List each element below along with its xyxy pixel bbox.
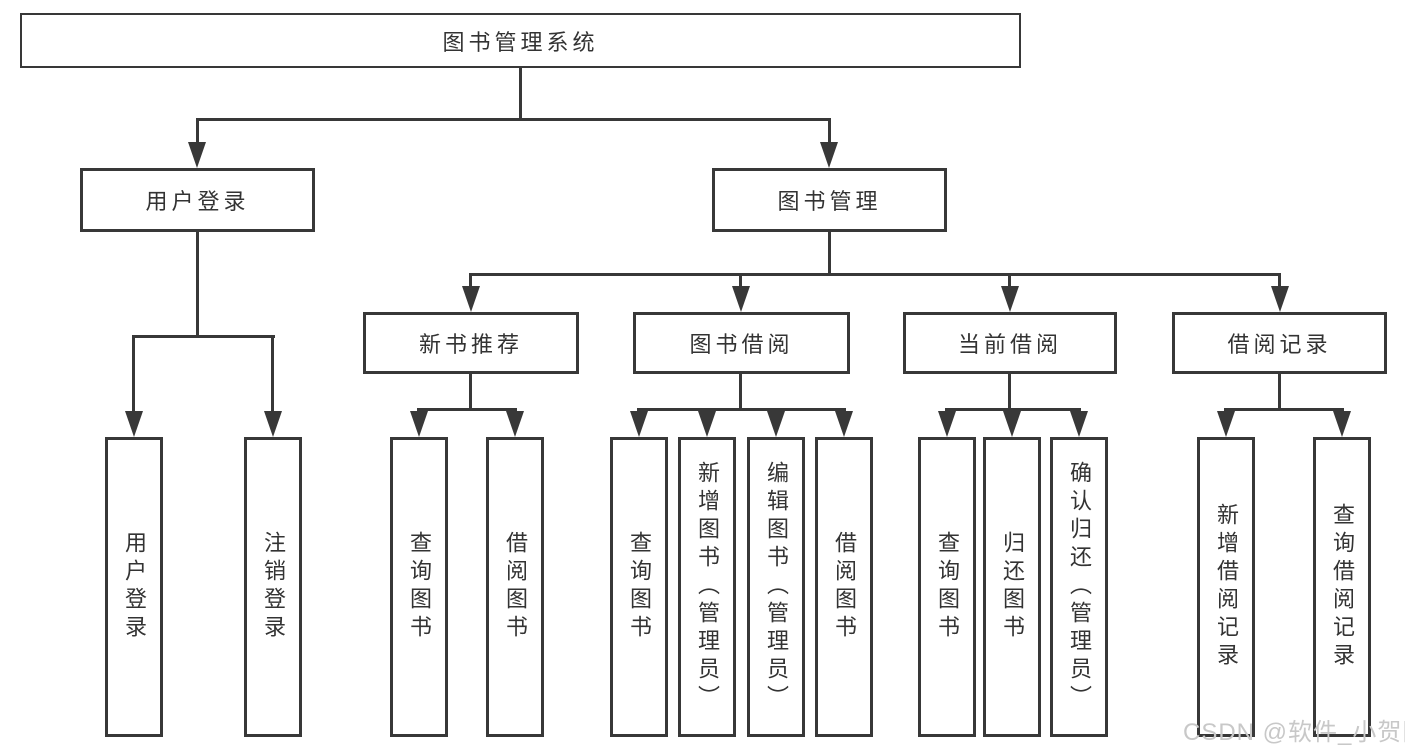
connector-line: [519, 66, 522, 120]
arrow-down-icon: [630, 411, 648, 437]
connector-line: [417, 408, 517, 411]
node-label: 确认归还（管理员）: [1067, 461, 1092, 713]
leaf-borrow-books-recommend: 借阅图书: [486, 437, 544, 737]
arrow-down-icon: [410, 411, 428, 437]
connector-line: [1278, 273, 1281, 289]
connector-line: [739, 273, 742, 289]
node-label: 新增借阅记录: [1214, 503, 1239, 671]
csdn-watermark: CSDN @软件_小贺同学: [1183, 719, 1405, 746]
node-label: 查询图书: [627, 531, 652, 643]
node-label: 用户登录: [122, 531, 147, 643]
connector-line: [828, 232, 831, 275]
node-book-borrowing: 图书借阅: [633, 312, 850, 374]
node-user-login: 用户登录: [80, 168, 315, 232]
connector-line: [1008, 273, 1011, 289]
connector-line: [469, 273, 472, 289]
connector-line: [945, 408, 1081, 411]
leaf-edit-book-admin: 编辑图书（管理员）: [747, 437, 805, 737]
arrow-down-icon: [264, 411, 282, 437]
connector-line: [637, 408, 846, 411]
connector-line: [271, 335, 274, 415]
leaf-query-books-current: 查询图书: [918, 437, 976, 737]
connector-line: [196, 232, 199, 337]
node-label: 查询借阅记录: [1330, 503, 1355, 671]
leaf-query-books-borrowing: 查询图书: [610, 437, 668, 737]
arrow-down-icon: [188, 142, 206, 168]
arrow-down-icon: [698, 411, 716, 437]
connector-line: [132, 335, 275, 338]
node-new-book-recommend: 新书推荐: [363, 312, 579, 374]
leaf-logout: 注销登录: [244, 437, 302, 737]
connector-line: [739, 372, 742, 410]
leaf-query-borrow-record: 查询借阅记录: [1313, 437, 1371, 737]
node-label: 当前借阅: [957, 332, 1062, 357]
node-label: 借阅图书: [503, 531, 528, 643]
arrow-down-icon: [767, 411, 785, 437]
arrow-down-icon: [462, 286, 480, 312]
arrow-down-icon: [1271, 286, 1289, 312]
node-label: 新书推荐: [418, 332, 523, 357]
connector-line: [469, 273, 1281, 276]
connector-line: [1278, 372, 1281, 410]
connector-line: [196, 118, 831, 121]
leaf-confirm-return-admin: 确认归还（管理员）: [1050, 437, 1108, 737]
node-current-borrowing: 当前借阅: [903, 312, 1117, 374]
arrow-down-icon: [835, 411, 853, 437]
arrow-down-icon: [1333, 411, 1351, 437]
connector-line: [132, 335, 135, 415]
arrow-down-icon: [1003, 411, 1021, 437]
arrow-down-icon: [125, 411, 143, 437]
node-label: 新增图书（管理员）: [695, 461, 720, 713]
leaf-add-book-admin: 新增图书（管理员）: [678, 437, 736, 737]
node-label: 图书管理系统: [442, 29, 599, 55]
connector-line: [469, 372, 472, 410]
leaf-query-books-recommend: 查询图书: [390, 437, 448, 737]
leaf-user-login: 用户登录: [105, 437, 163, 737]
node-label: 图书借阅: [689, 332, 794, 357]
arrow-down-icon: [1070, 411, 1088, 437]
node-root-system: 图书管理系统: [20, 13, 1021, 68]
node-label: 归还图书: [1000, 531, 1025, 643]
node-borrowing-records: 借阅记录: [1172, 312, 1387, 374]
node-label: 图书管理: [777, 189, 882, 214]
node-label: 用户登录: [145, 189, 250, 214]
leaf-return-books: 归还图书: [983, 437, 1041, 737]
leaf-borrow-books: 借阅图书: [815, 437, 873, 737]
connector-line: [1224, 408, 1344, 411]
node-label: 查询图书: [407, 531, 432, 643]
connector-line: [1008, 372, 1011, 410]
node-label: 借阅图书: [832, 531, 857, 643]
arrow-down-icon: [938, 411, 956, 437]
leaf-add-borrow-record: 新增借阅记录: [1197, 437, 1255, 737]
connector-line: [828, 118, 831, 146]
node-label: 编辑图书（管理员）: [764, 461, 789, 713]
node-label: 借阅记录: [1227, 332, 1332, 357]
arrow-down-icon: [1217, 411, 1235, 437]
arrow-down-icon: [506, 411, 524, 437]
node-book-management: 图书管理: [712, 168, 947, 232]
arrow-down-icon: [820, 142, 838, 168]
node-label: 注销登录: [261, 531, 286, 643]
arrow-down-icon: [1001, 286, 1019, 312]
connector-line: [196, 118, 199, 146]
arrow-down-icon: [732, 286, 750, 312]
node-label: 查询图书: [935, 531, 960, 643]
